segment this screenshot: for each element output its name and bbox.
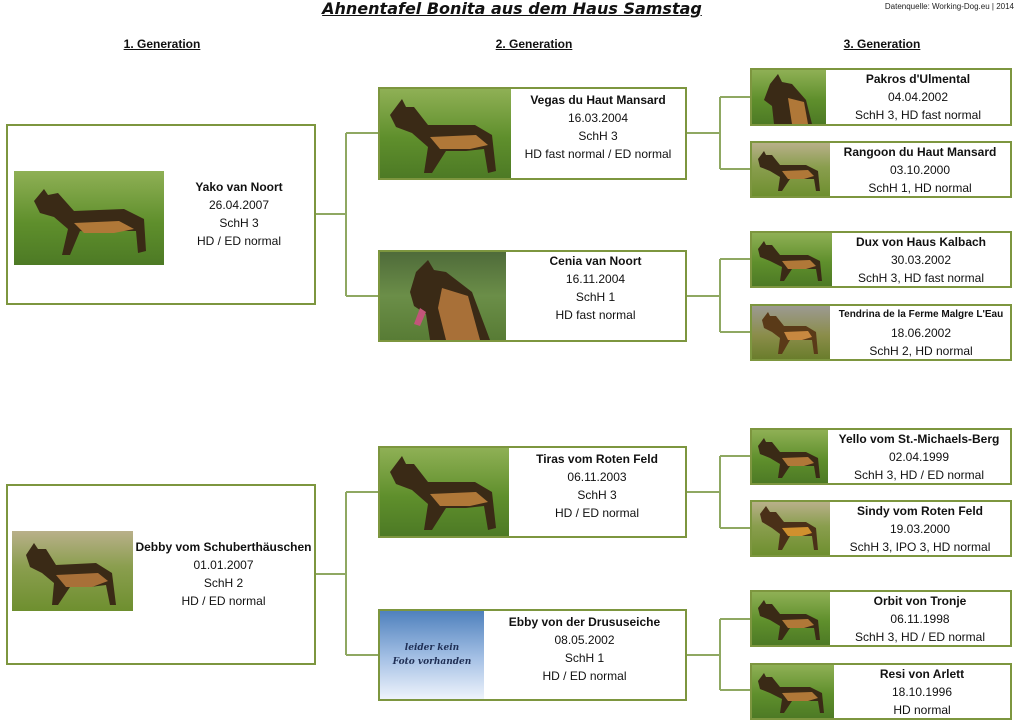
dog-health: HD fast normal / ED normal (524, 147, 672, 161)
dog-name: Pakros d'Ulmental (865, 72, 971, 86)
dog-birthdate: 16.11.2004 (565, 272, 626, 286)
dog-birthdate: 02.04.1999 (888, 450, 950, 464)
pedigree-card-cenia: Cenia van Noort 16.11.2004 SchH 1 HD fas… (378, 250, 687, 342)
dog-photo-icon (380, 252, 506, 340)
dog-birthdate: 03.10.2000 (889, 163, 951, 177)
pedigree-card-sindy: Sindy vom Roten Feld 19.03.2000 SchH 3, … (750, 500, 1012, 557)
pedigree-card-rangoon: Rangoon du Haut Mansard 03.10.2000 SchH … (750, 141, 1012, 198)
dog-title: SchH 1 (575, 290, 616, 304)
dog-info: Resi von Arlett 18.10.1996 HD normal (834, 665, 1010, 719)
dog-health: HD / ED normal (542, 669, 627, 683)
dog-name: Vegas du Haut Mansard (530, 93, 666, 107)
dog-info-line: SchH 1, HD normal (868, 181, 972, 195)
dog-info-line: SchH 2, HD normal (869, 344, 973, 358)
dog-info-line: SchH 3, HD fast normal (854, 108, 982, 122)
dog-info: Cenia van Noort 16.11.2004 SchH 1 HD fas… (506, 252, 685, 324)
generation-3-label: 3. Generation (843, 37, 921, 51)
dog-name: Orbit von Tronje (873, 594, 967, 608)
dog-birthdate: 08.05.2002 (554, 633, 615, 647)
pedigree-card-pakros: Pakros d'Ulmental 04.04.2002 SchH 3, HD … (750, 68, 1012, 126)
dog-birthdate: 18.06.2002 (890, 326, 952, 340)
dog-photo-icon (752, 592, 830, 645)
dog-title: SchH 3 (577, 488, 617, 502)
generation-2-label: 2. Generation (495, 37, 573, 51)
dog-birthdate: 04.04.2002 (887, 90, 949, 104)
dog-info: Debby vom Schuberthäuschen 01.01.2007 Sc… (133, 538, 314, 610)
dog-title: SchH 3 (578, 129, 618, 143)
dog-title: SchH 2 (203, 576, 244, 590)
pedigree-card-ebby: leider kein Foto vorhanden Ebby von der … (378, 609, 687, 701)
dog-photo-icon (752, 143, 830, 196)
dog-info: Yello vom St.-Michaels-Berg 02.04.1999 S… (828, 430, 1010, 484)
dog-info: Orbit von Tronje 06.11.1998 SchH 3, HD /… (830, 592, 1010, 646)
dog-name: Yako van Noort (195, 180, 283, 194)
dog-health: HD / ED normal (554, 506, 640, 520)
dog-info: Vegas du Haut Mansard 16.03.2004 SchH 3 … (511, 91, 685, 163)
dog-name: Tiras vom Roten Feld (536, 452, 658, 466)
pedigree-card-dux: Dux von Haus Kalbach 30.03.2002 SchH 3, … (750, 231, 1012, 288)
dog-name: Resi von Arlett (879, 667, 965, 681)
page-title: Ahnentafel Bonita aus dem Haus Samstag (322, 0, 702, 18)
dog-name: Yello vom St.-Michaels-Berg (838, 432, 1000, 446)
dog-photo-icon (752, 306, 830, 359)
dog-name: Cenia van Noort (549, 254, 642, 268)
dog-photo-icon (380, 448, 509, 536)
dog-info: Ebby von der Drususeiche 08.05.2002 SchH… (484, 613, 685, 685)
dog-name: Rangoon du Haut Mansard (843, 145, 997, 159)
pedigree-card-resi: Resi von Arlett 18.10.1996 HD normal (750, 663, 1012, 720)
dog-photo-icon (752, 70, 826, 124)
dog-name: Sindy vom Roten Feld (856, 504, 983, 518)
dog-info: Tendrina de la Ferme Malgre L'Eau 18.06.… (830, 306, 1012, 360)
dog-info: Dux von Haus Kalbach 30.03.2002 SchH 3, … (832, 233, 1010, 287)
pedigree-card-tendrina: Tendrina de la Ferme Malgre L'Eau 18.06.… (750, 304, 1012, 361)
dog-name: Tendrina de la Ferme Malgre L'Eau (838, 309, 1004, 320)
dog-name: Dux von Haus Kalbach (855, 235, 987, 249)
dog-photo-icon (14, 171, 164, 265)
pedigree-card-debby: Debby vom Schuberthäuschen 01.01.2007 Sc… (6, 484, 316, 665)
pedigree-card-orbit: Orbit von Tronje 06.11.1998 SchH 3, HD /… (750, 590, 1012, 647)
dog-birthdate: 01.01.2007 (193, 558, 254, 572)
dog-info-line: SchH 3, HD / ED normal (854, 630, 986, 644)
dog-health: HD / ED normal (196, 234, 282, 248)
pedigree-card-yello: Yello vom St.-Michaels-Berg 02.04.1999 S… (750, 428, 1012, 485)
dog-photo-icon (752, 665, 834, 718)
data-source: Datenquelle: Working-Dog.eu | 2014 (884, 2, 1014, 11)
pedigree-card-tiras: Tiras vom Roten Feld 06.11.2003 SchH 3 H… (378, 446, 687, 538)
no-photo-line1: leider kein (404, 643, 460, 653)
no-photo-placeholder-icon: leider kein Foto vorhanden (380, 611, 484, 699)
dog-birthdate: 06.11.2003 (567, 470, 627, 484)
dog-health: HD fast normal (555, 308, 636, 322)
dog-birthdate: 30.03.2002 (890, 253, 952, 267)
dog-info-line: SchH 3, IPO 3, HD normal (849, 540, 991, 554)
dog-birthdate: 19.03.2000 (889, 522, 951, 536)
dog-photo-icon (752, 233, 832, 286)
dog-photo-icon (380, 89, 511, 178)
dog-name: Ebby von der Drususeiche (508, 615, 661, 629)
dog-info: Yako van Noort 26.04.2007 SchH 3 HD / ED… (164, 178, 314, 250)
dog-info: Sindy vom Roten Feld 19.03.2000 SchH 3, … (830, 502, 1010, 556)
dog-info: Pakros d'Ulmental 04.04.2002 SchH 3, HD … (826, 70, 1010, 124)
pedigree-card-vegas: Vegas du Haut Mansard 16.03.2004 SchH 3 … (378, 87, 687, 180)
dog-health: HD / ED normal (181, 594, 266, 608)
dog-title: SchH 1 (564, 651, 605, 665)
dog-birthdate: 06.11.1998 (890, 612, 950, 626)
dog-info: Tiras vom Roten Feld 06.11.2003 SchH 3 H… (509, 450, 685, 522)
dog-name: Debby vom Schuberthäuschen (135, 540, 312, 554)
dog-title: SchH 3 (219, 216, 259, 230)
dog-birthdate: 18.10.1996 (891, 685, 953, 699)
pedigree-card-yako: Yako van Noort 26.04.2007 SchH 3 HD / ED… (6, 124, 316, 305)
dog-photo-icon (12, 531, 133, 611)
dog-photo-icon (752, 430, 828, 483)
dog-birthdate: 16.03.2004 (567, 111, 629, 125)
no-photo-line2: Foto vorhanden (392, 657, 472, 667)
dog-info: Rangoon du Haut Mansard 03.10.2000 SchH … (830, 143, 1010, 197)
generation-1-label: 1. Generation (123, 37, 201, 51)
dog-photo-icon (752, 502, 830, 555)
dog-info-line: HD normal (893, 703, 951, 717)
dog-birthdate: 26.04.2007 (208, 198, 270, 212)
dog-info-line: SchH 3, HD fast normal (857, 271, 985, 285)
dog-info-line: SchH 3, HD / ED normal (853, 468, 985, 482)
